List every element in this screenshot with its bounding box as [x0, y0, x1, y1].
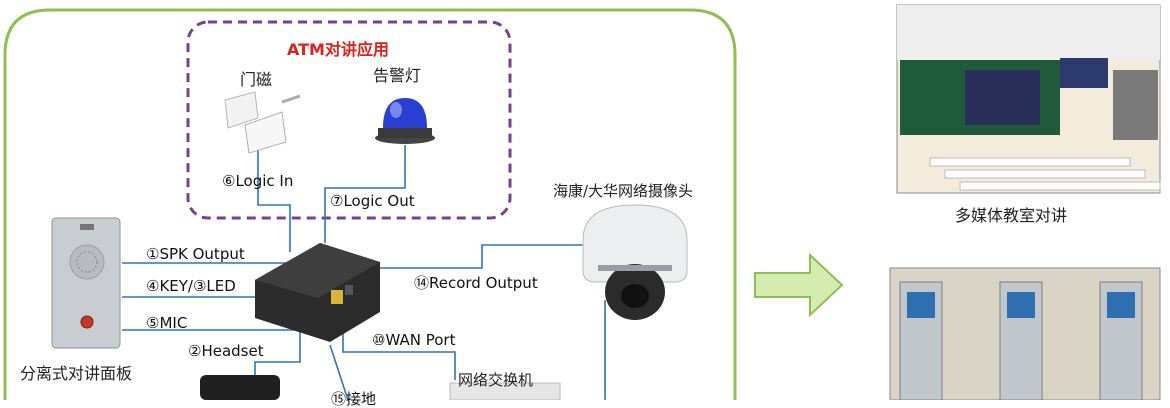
- network-camera-icon: [582, 204, 688, 320]
- speaker-icon: [200, 375, 280, 400]
- atm-photo: [889, 267, 1161, 400]
- classroom-caption: 多媒体教室对讲: [955, 206, 1068, 225]
- spk-output-label: ①SPK Output: [146, 245, 245, 263]
- intercom-device-icon: [255, 243, 380, 342]
- arrow-icon: [754, 252, 844, 318]
- headset-label: ②Headset: [188, 342, 264, 360]
- atm-group-frame: [186, 20, 512, 220]
- network-switch-label: 网络交换机: [458, 371, 534, 389]
- wire-record: [380, 244, 585, 269]
- key-led-label: ④KEY/③LED: [146, 277, 236, 295]
- camera-label: 海康/大华网络摄像头: [553, 182, 694, 200]
- logic-in-label: ⑥Logic In: [222, 172, 294, 190]
- record-output-label: ⑭Record Output: [414, 274, 538, 292]
- wire-logic-out: [324, 145, 406, 243]
- alarm-light-label: 告警灯: [373, 66, 422, 85]
- system-frame: [3, 8, 737, 400]
- wan-port-label: ⑩WAN Port: [372, 331, 456, 349]
- classroom-photo: [896, 4, 1161, 194]
- wire-logic-in: [257, 150, 291, 252]
- alarm-light-icon: [375, 98, 435, 144]
- atm-group-title: ATM对讲应用: [287, 40, 389, 59]
- intercom-panel-label: 分离式对讲面板: [20, 364, 133, 383]
- wire-ground: [329, 344, 349, 400]
- switch-icon: [449, 382, 561, 400]
- wire-wan: [342, 318, 456, 380]
- door-sensor-label: 门磁: [240, 70, 273, 89]
- logic-out-label: ⑦Logic Out: [330, 192, 415, 210]
- mic-label: ⑤MIC: [146, 314, 188, 332]
- door-sensor-icon: [224, 91, 301, 154]
- intercom-panel-icon: [51, 217, 121, 349]
- ground-label: ⑮接地: [331, 390, 377, 408]
